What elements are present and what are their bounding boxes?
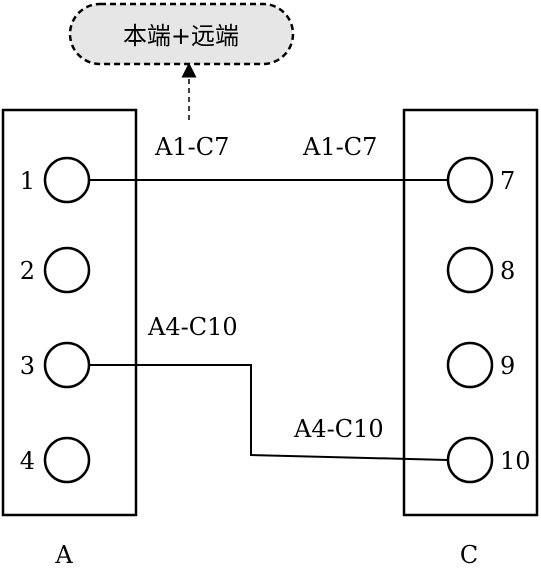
pin-label: 3 xyxy=(20,352,35,380)
block-c-pin-10: 10 xyxy=(446,436,531,484)
block-c-pin-8: 8 xyxy=(446,246,515,294)
terminal-circle xyxy=(446,156,494,204)
pin-label: 8 xyxy=(500,257,515,285)
wire-label-near-a: A1-C7 xyxy=(154,133,229,161)
wire-line xyxy=(89,364,449,461)
block-a-pin-2: 2 xyxy=(20,246,91,294)
pin-label: 2 xyxy=(20,257,35,285)
wire-label-near-c: A4-C10 xyxy=(293,415,384,443)
callout-text: 本端+远端 xyxy=(123,22,239,50)
pin-label: 10 xyxy=(500,447,531,475)
callout-bubble xyxy=(68,2,295,66)
block-a-pin-4: 4 xyxy=(20,436,91,484)
terminal-circle xyxy=(43,341,91,389)
block-a: 1 2 3 4 A xyxy=(1,108,138,569)
block-a-pin-1: 1 xyxy=(20,156,91,204)
callout: 本端+远端 xyxy=(68,2,295,66)
block-c: 7 8 9 10 C xyxy=(402,108,539,569)
wire-label-near-a: A4-C10 xyxy=(147,313,238,341)
block-c-label: C xyxy=(460,541,478,569)
pin-label: 7 xyxy=(500,167,515,195)
wire-label-near-c: A1-C7 xyxy=(302,133,377,161)
pin-label: 4 xyxy=(20,447,35,475)
block-a-label: A xyxy=(54,541,73,569)
wire-a1-c7: A1-C7 A1-C7 xyxy=(89,133,448,181)
pin-label: 1 xyxy=(20,167,35,195)
terminal-circle xyxy=(43,246,91,294)
wire-a3-c10: A4-C10 A4-C10 xyxy=(89,313,449,461)
terminal-circle xyxy=(446,246,494,294)
pin-label: 9 xyxy=(500,352,515,380)
terminal-circle xyxy=(446,341,494,389)
terminal-circle xyxy=(43,436,91,484)
block-c-pin-7: 7 xyxy=(446,156,515,204)
terminal-circle xyxy=(43,156,91,204)
block-c-pin-9: 9 xyxy=(446,341,515,389)
terminal-circle xyxy=(446,436,494,484)
